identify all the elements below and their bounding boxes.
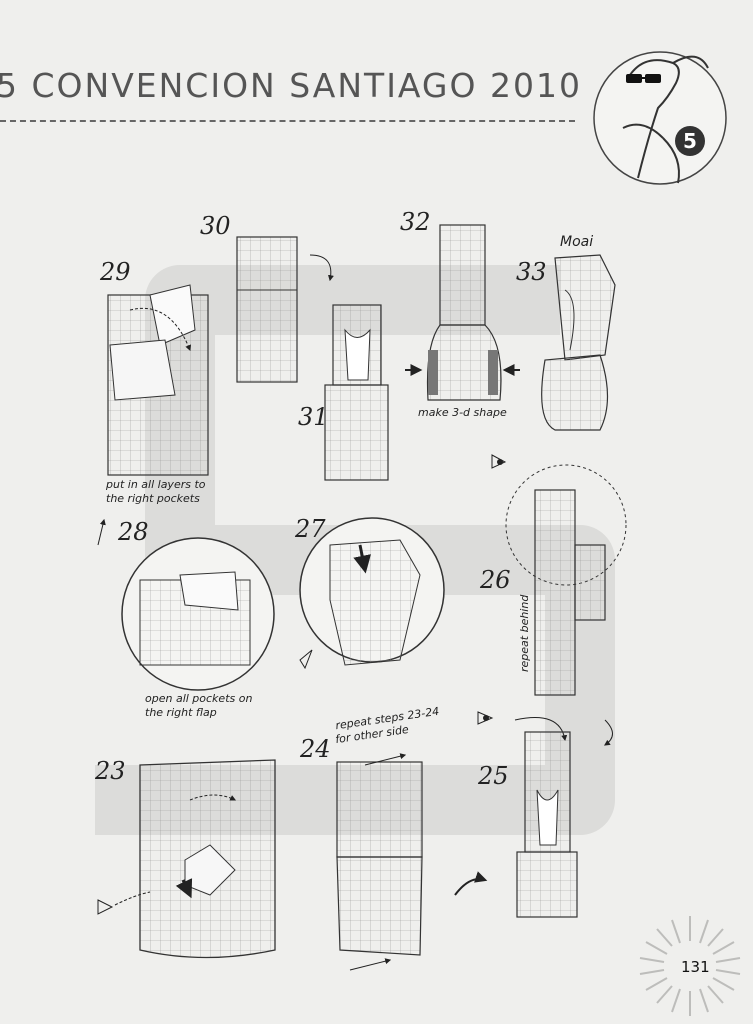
diagram-step-30 [237, 237, 331, 382]
open-pockets-note-line-1: open all pockets on [145, 692, 252, 705]
diagram-step-33 [542, 255, 615, 430]
step-number-31: 31 [298, 403, 329, 431]
repeat-behind-note: repeat behind [518, 595, 531, 672]
step-number-24: 24 [300, 735, 331, 763]
rotate-arrow-icon [605, 720, 613, 745]
put-in-note-line-1: put in all layers to [106, 478, 206, 491]
eye-icon [492, 455, 505, 468]
diagram-step-25 [517, 732, 577, 917]
rotate-arrow-icon [310, 255, 331, 280]
eye-icon [98, 900, 112, 914]
step-number-25: 25 [478, 762, 509, 790]
step-number-29: 29 [100, 258, 131, 286]
eye-icon [300, 650, 312, 668]
step-number-27: 27 [295, 515, 326, 543]
diagram-step-29 [108, 285, 208, 475]
make-3d-shape-note: make 3-d shape [418, 406, 507, 419]
step-number-33: 33 [516, 258, 547, 286]
diagram-step-31 [325, 305, 388, 480]
step-number-23: 23 [95, 757, 126, 785]
step-number-32: 32 [400, 208, 431, 236]
step-number-30: 30 [200, 212, 231, 240]
flip-over-icon [98, 520, 104, 545]
diagram-step-32 [405, 225, 520, 400]
diagram-step-24 [337, 755, 422, 970]
diagram-step-23 [98, 760, 275, 958]
page-number: 131 [681, 958, 710, 976]
put-in-note-line-2: the right pockets [106, 492, 200, 505]
step-number-26: 26 [480, 566, 511, 594]
moai-label: Moai [560, 234, 593, 250]
eye-icon [478, 712, 492, 724]
open-pockets-note-line-2: the right flap [145, 706, 217, 719]
step-number-28: 28 [118, 518, 149, 546]
